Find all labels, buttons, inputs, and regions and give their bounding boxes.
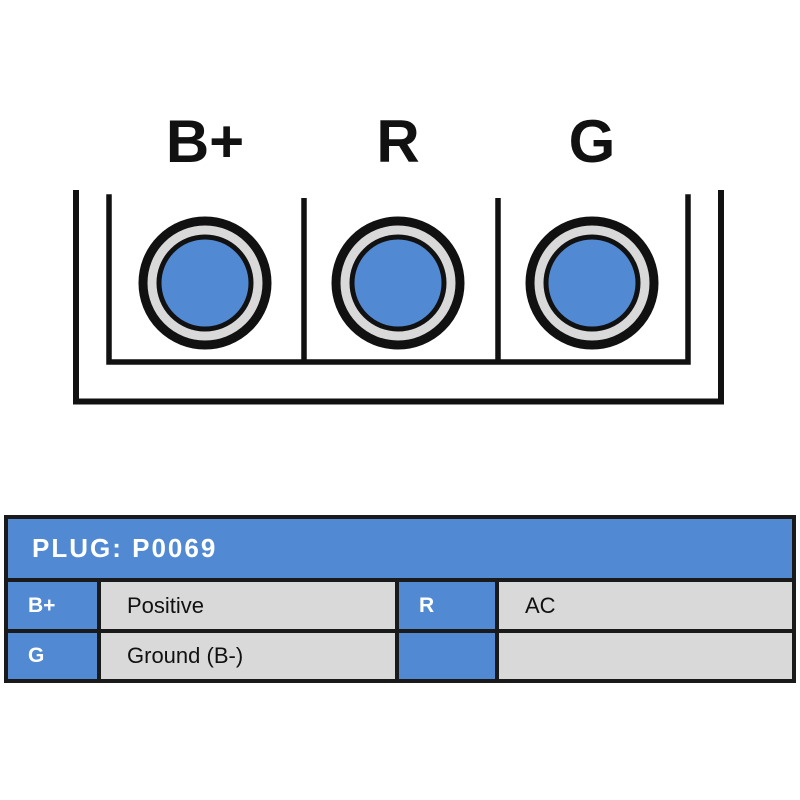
plug-title: PLUG: P0069 xyxy=(8,519,792,578)
terminal-bplus-pin xyxy=(156,234,254,332)
pin-cell-r: R xyxy=(399,582,495,629)
terminal-g-pin xyxy=(543,234,641,332)
desc-cell-empty xyxy=(499,633,792,679)
terminal-r xyxy=(331,216,465,350)
pin-table: PLUG: P0069 B+ Positive R AC G Ground (B… xyxy=(4,515,796,683)
connector-drawing xyxy=(73,190,724,405)
pin-cell-empty xyxy=(399,633,495,679)
terminal-label-r: R xyxy=(376,108,420,175)
connector-outer-shell xyxy=(73,190,724,405)
terminal-bplus xyxy=(138,216,272,350)
desc-cell-bplus: Positive xyxy=(101,582,395,629)
terminal-label-bplus: B+ xyxy=(165,108,245,175)
terminal-label-g: G xyxy=(568,108,616,175)
desc-cell-r: AC xyxy=(499,582,792,629)
pin-cell-g: G xyxy=(8,633,97,679)
terminal-g xyxy=(525,216,659,350)
terminal-r-pin xyxy=(349,234,447,332)
connector-inner-shell xyxy=(106,194,691,365)
connector-diagram: B+ R G xyxy=(73,108,724,405)
desc-cell-g: Ground (B-) xyxy=(101,633,395,679)
pin-cell-bplus: B+ xyxy=(8,582,97,629)
